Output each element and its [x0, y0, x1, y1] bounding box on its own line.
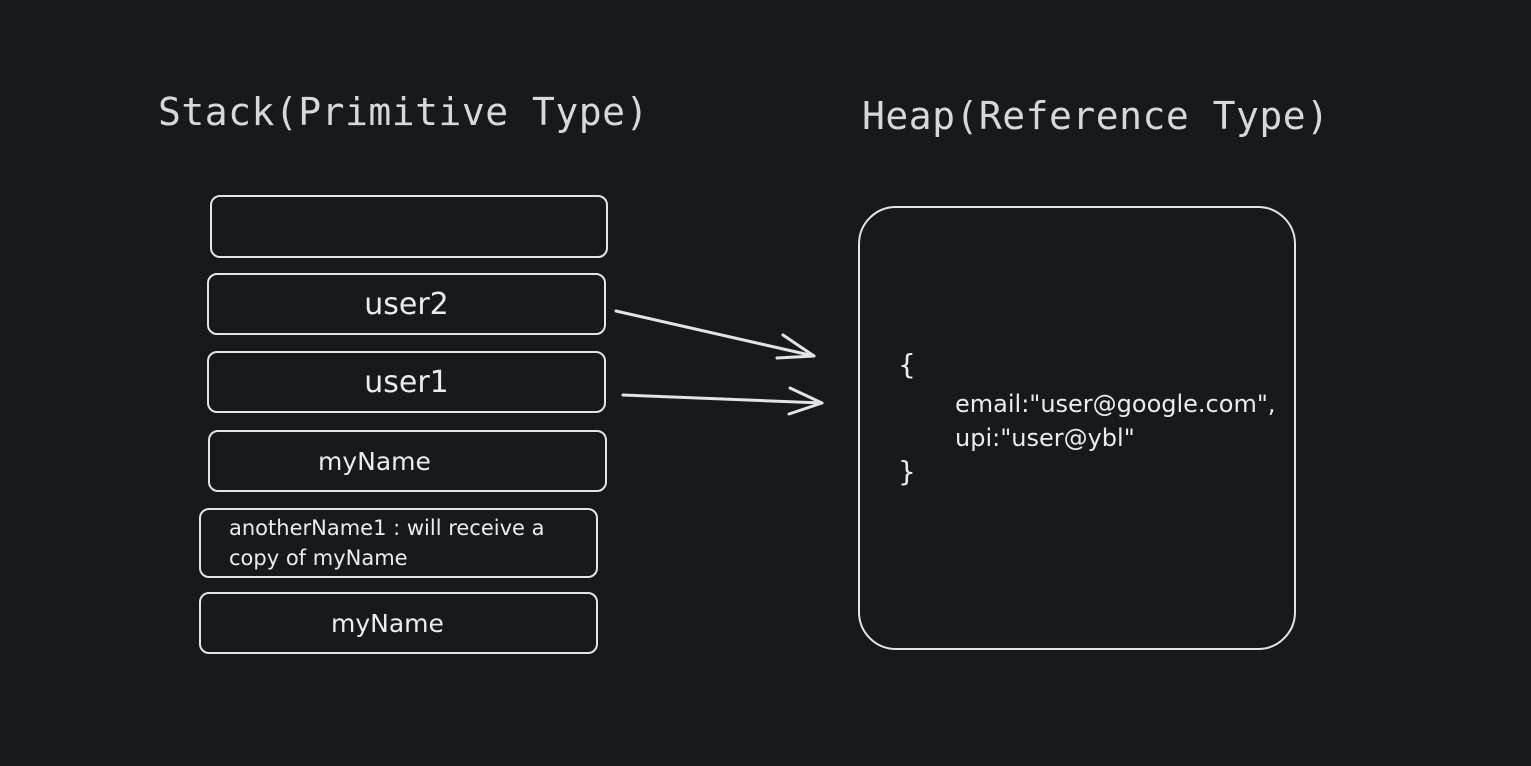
arrow-user2-to-heap — [614, 309, 816, 360]
stack-slot-label: user1 — [364, 364, 449, 400]
stack-slot-label: myName — [331, 608, 444, 638]
stack-slot-myname: myName — [208, 430, 607, 492]
stack-slot-anothername1: anotherName1 : will receive a copy of my… — [199, 508, 598, 578]
stack-slot-myname-original: myName — [199, 592, 598, 654]
heap-brace-close: } — [898, 455, 916, 488]
arrow-user1-to-heap — [621, 386, 824, 416]
heap-brace-open: { — [898, 348, 916, 381]
heap-upi-property: upi:"user@ybl" — [955, 424, 1135, 452]
heap-object-box — [858, 206, 1296, 650]
stack-slot-label: user2 — [364, 286, 449, 322]
stack-slot-empty — [210, 195, 608, 258]
stack-slot-label: myName — [318, 446, 431, 476]
stack-title: Stack(Primitive Type) — [158, 90, 649, 134]
stack-slot-label: anotherName1 : will receive a copy of my… — [229, 516, 545, 570]
stack-slot-user1: user1 — [207, 351, 606, 413]
heap-email-property: email:"user@google.com", — [955, 390, 1276, 418]
heap-title: Heap(Reference Type) — [862, 94, 1330, 138]
stack-slot-user2: user2 — [207, 273, 606, 335]
